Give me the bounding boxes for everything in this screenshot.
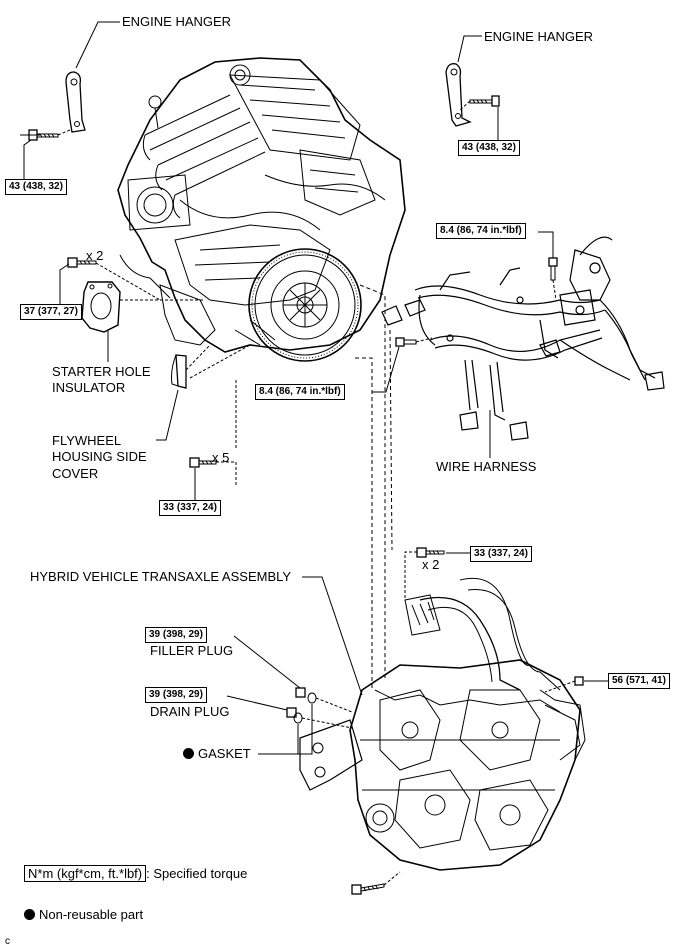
torque-cover: 33 (337, 24): [159, 500, 221, 516]
starter-bolt: [67, 257, 97, 268]
gasket-leader: [258, 704, 313, 755]
transaxle-bottom-bolt: [351, 883, 385, 895]
hanger-right-dashed: [459, 100, 471, 111]
torque-transaxle-bolts: 33 (337, 24): [470, 546, 532, 562]
filler-plug-label: FILLER PLUG: [150, 643, 234, 658]
flywheel-cover-label-2: HOUSING SIDE: [52, 449, 147, 464]
torque-drain-plug: 39 (398, 29): [145, 687, 207, 703]
drain-plug: [286, 707, 303, 724]
torque-transaxle-side: 56 (571, 41): [608, 673, 670, 689]
wire-harness-label: WIRE HARNESS: [436, 459, 537, 474]
starter-leader: [59, 263, 70, 318]
cover-multiplier: x 5: [212, 450, 230, 465]
engine-hanger-left-bolt: [20, 129, 59, 141]
torque-legend: N*m (kgf*cm, ft.*lbf): Specified torque: [24, 865, 248, 882]
non-reusable-legend-dot-icon: [24, 909, 35, 920]
cover-bolt: [189, 457, 217, 468]
engine-hanger-left-label: ENGINE HANGER: [122, 14, 232, 29]
harness-lower-leader: [372, 346, 400, 393]
transaxle-bolt-dashed: [404, 551, 417, 600]
torque-harness-upper: 8.4 (86, 74 in.*lbf): [436, 223, 526, 239]
harness-upper-dashed: [552, 279, 557, 301]
starter-hole-insulator: [81, 281, 121, 333]
torque-filler-plug: 39 (398, 29): [145, 627, 207, 643]
transaxle-label-leader: [302, 576, 363, 696]
gasket-text: GASKET: [198, 746, 251, 761]
drain-plug-leader: [226, 695, 288, 711]
hanger-left-dashed: [57, 129, 71, 136]
torque-legend-desc: : Specified torque: [146, 866, 248, 881]
transaxle-side-bolt: [574, 676, 584, 686]
plug-dashed: [301, 697, 353, 729]
filler-plug: [295, 687, 317, 704]
torque-starter: 37 (377, 27): [20, 304, 82, 320]
transaxle-side-dashed: [544, 680, 576, 693]
engine-hanger-right-label: ENGINE HANGER: [484, 29, 594, 44]
non-reusable-legend-text: Non-reusable part: [39, 907, 144, 922]
hanger-left-leader: [23, 139, 32, 180]
gasket-label: GASKET: [183, 746, 251, 761]
harness-lower-bolt: [395, 337, 417, 347]
transaxle-assembly: [299, 577, 586, 871]
flywheel-housing-side-cover: [171, 354, 187, 389]
alignment-lines: [355, 284, 393, 690]
cover-dashed: [185, 344, 251, 379]
starter-hole-insulator-label-1: STARTER HOLE: [52, 364, 151, 379]
corner-mark: c: [5, 936, 10, 947]
transaxle-multiplier: x 2: [422, 557, 440, 572]
flywheel-cover-label-3: COVER: [52, 466, 99, 481]
engine-hanger-right: [445, 63, 472, 127]
transaxle-bolt: [416, 547, 445, 558]
transaxle-label: HYBRID VEHICLE TRANSAXLE ASSEMBLY: [30, 569, 292, 584]
non-reusable-dot-icon: [183, 748, 194, 759]
engine-assembly: [117, 57, 406, 362]
starter-hole-insulator-label-2: INSULATOR: [52, 380, 126, 395]
hanger-right-label-leader: [457, 35, 482, 63]
drain-plug-label: DRAIN PLUG: [150, 704, 230, 719]
flywheel-cover-label-1: FLYWHEEL: [52, 433, 122, 448]
harness-upper-bolt: [548, 257, 558, 281]
wire-harness: [381, 236, 665, 441]
hanger-left-label-leader: [75, 21, 120, 69]
transaxle-bottom-dashed: [383, 871, 401, 886]
starter-dashed: [95, 262, 205, 301]
engine-hanger-right-bolt: [469, 95, 500, 107]
torque-harness-lower: 8.4 (86, 74 in.*lbf): [255, 384, 345, 400]
torque-hanger-right: 43 (438, 32): [458, 140, 520, 156]
torque-hanger-left: 43 (438, 32): [5, 179, 67, 195]
filler-plug-leader: [233, 635, 301, 689]
engine-hanger-left: [65, 71, 86, 133]
torque-legend-unit: N*m (kgf*cm, ft.*lbf): [24, 865, 147, 882]
cover-leader: [156, 389, 179, 441]
starter-multiplier: x 2: [86, 248, 104, 263]
cover-bolt-dashed: [216, 380, 238, 486]
non-reusable-legend: Non-reusable part: [24, 907, 143, 922]
harness-upper-leader: [538, 231, 554, 258]
harness-lower-dashed: [415, 337, 433, 343]
